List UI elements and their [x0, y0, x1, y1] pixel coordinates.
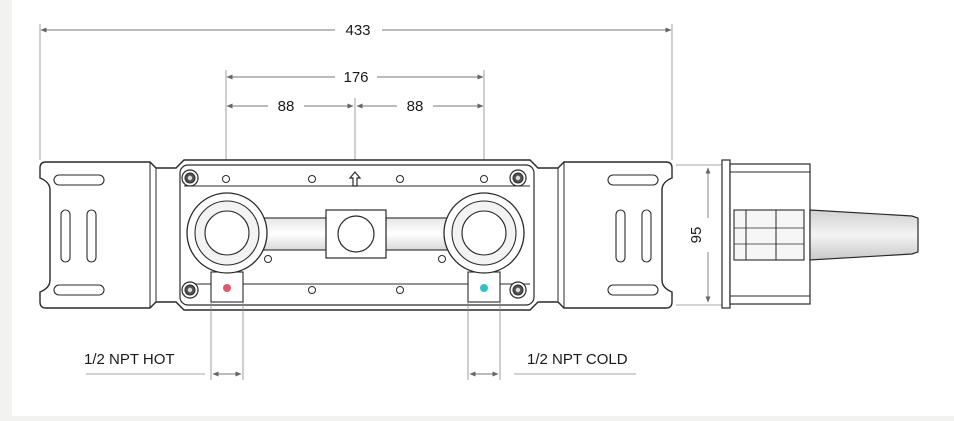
corner-screws	[181, 169, 527, 299]
hot-connection-dimension: 1/2 NPT HOT	[84, 302, 244, 380]
hot-indicator	[223, 284, 231, 292]
dimension-outlet-spacing: 176	[225, 69, 485, 168]
half-spacing-right-label: 88	[407, 98, 424, 115]
flow-direction-arrow-icon	[348, 171, 362, 187]
cold-connection-dimension: 1/2 NPT COLD	[467, 302, 636, 380]
central-valve-body	[325, 209, 387, 259]
rail-holes	[222, 175, 488, 294]
dimension-half-spacing: 88 88	[226, 98, 484, 168]
hot-outlet	[186, 192, 268, 303]
dimension-depth: 95	[676, 164, 722, 306]
outlet-spacing-label: 176	[343, 69, 368, 86]
cold-outlet	[443, 192, 525, 303]
depth-label: 95	[688, 227, 705, 244]
left-mounting-slots	[53, 174, 105, 296]
cold-indicator	[480, 284, 488, 292]
side-view	[721, 159, 919, 309]
half-spacing-left-label: 88	[278, 98, 295, 115]
hot-connection-label: 1/2 NPT HOT	[84, 351, 175, 368]
overall-width-label: 433	[345, 22, 370, 39]
dimension-overall-width: 433	[39, 22, 673, 160]
right-mounting-slots	[607, 174, 659, 296]
cold-connection-label: 1/2 NPT COLD	[527, 351, 628, 368]
